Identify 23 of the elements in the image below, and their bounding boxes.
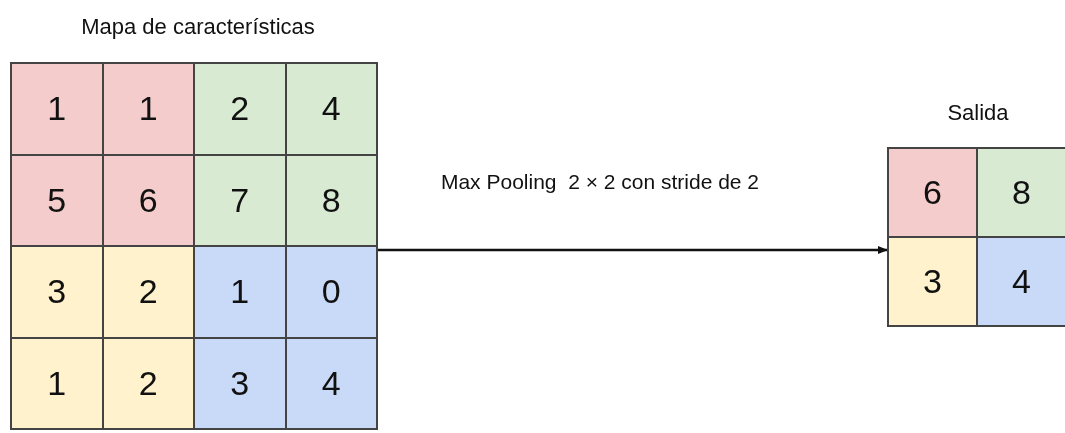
cell-value: 8 <box>321 180 341 220</box>
cell-value: 4 <box>321 89 341 129</box>
cell-value: 1 <box>47 89 67 129</box>
cell-value: 7 <box>230 180 250 220</box>
grid-title: Salida <box>946 100 1010 126</box>
cell-value: 1 <box>138 89 158 129</box>
cell-value: 0 <box>321 272 341 312</box>
arrow <box>378 246 888 254</box>
cell-value: 3 <box>923 262 942 301</box>
cell-value: 3 <box>47 272 67 312</box>
cell-value: 5 <box>47 180 67 220</box>
cell-value: 2 <box>138 363 158 403</box>
cell-value: 2 <box>138 272 158 312</box>
cell-value: 1 <box>47 363 67 403</box>
cell-value: 8 <box>1012 173 1031 212</box>
grid-title: Mapa de características <box>80 14 316 40</box>
cell-value: 3 <box>230 363 250 403</box>
cell-value: 6 <box>923 173 942 212</box>
cell-value: 1 <box>230 272 250 312</box>
cell-value: 4 <box>321 363 341 403</box>
cell-value: 6 <box>138 180 158 220</box>
cell-value: 2 <box>230 89 250 129</box>
cell-value: 4 <box>1012 262 1031 301</box>
